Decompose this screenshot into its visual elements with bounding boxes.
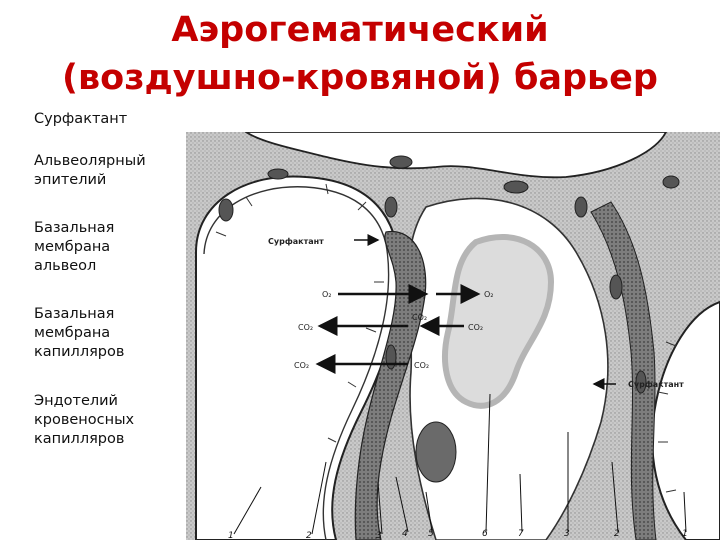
marker-number-4: 4 [402,529,408,539]
co2-row1-right-label: CO₂ [468,323,483,332]
title-line-1: Аэрогематический [0,6,720,54]
legend-item-capillary-endothelium: Эндотелий кровеносных капилляров [34,392,134,449]
marker-number-2: 2 [306,531,312,540]
surfactant-left-label: Сурфактант [268,237,324,246]
marker-number-1: 1 [228,531,234,540]
marker-number-5: 5 [428,529,434,539]
surfactant-right-label: Сурфактант [628,380,684,389]
legend-item-surfactant: Сурфактант [34,110,127,129]
marker-number-3: 3 [376,531,382,540]
marker-number-1-right: 1 [682,529,688,539]
title-line-2: (воздушно-кровяной) барьер [0,54,720,102]
legend-item-capillary-basement-membrane: Базальная мембрана капилляров [34,305,124,362]
marker-number-6: 6 [482,529,488,539]
o2-right-label: O₂ [484,290,494,299]
legend-item-alveolar-epithelium: Альвеолярный эпителий [34,152,146,190]
marker-number-7: 7 [518,529,524,539]
o2-left-label: O₂ [322,290,332,299]
co2-row2-right-label: CO₂ [414,361,429,370]
marker-number-2-right: 2 [614,529,620,539]
co2-row1-left-label: CO₂ [298,323,313,332]
slide-title: Аэрогематический (воздушно-кровяной) бар… [0,6,720,102]
co2-row1-mid-label: CO₂ [412,313,427,322]
air-blood-barrier-diagram: Сурфактант Сурфактант O₂ O₂ CO₂ CO₂ CO₂ … [186,132,720,540]
co2-row2-left-label: CO₂ [294,361,309,370]
legend-item-alveolar-basement-membrane: Базальная мембрана альвеол [34,219,114,276]
marker-number-3-right: 3 [564,529,570,539]
